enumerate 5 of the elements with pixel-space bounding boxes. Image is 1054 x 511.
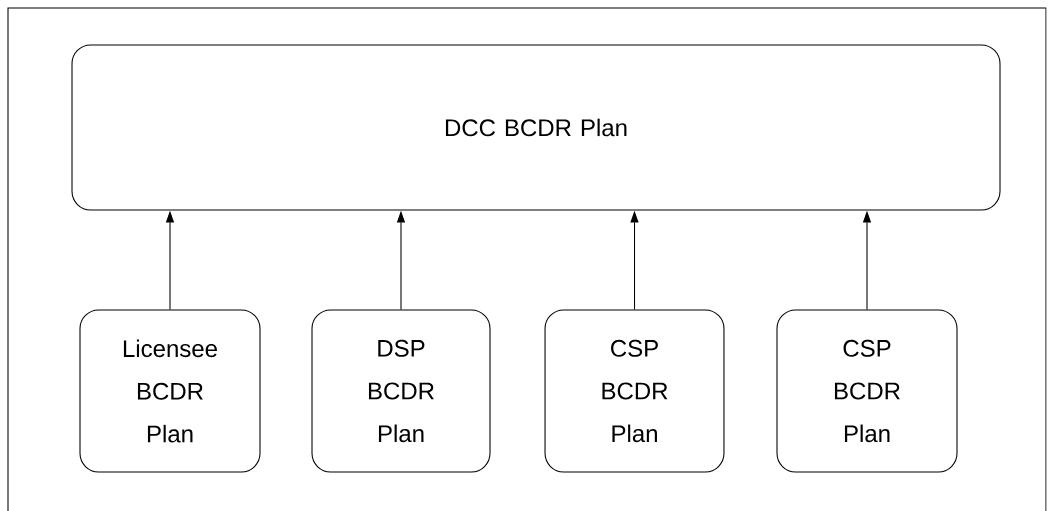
- plan-box: CSP BCDR Plan: [776, 309, 958, 473]
- plan-box: DSP BCDR Plan: [311, 309, 491, 473]
- plan-box: Licensee BCDR Plan: [79, 309, 261, 473]
- plan-box: CSP BCDR Plan: [544, 309, 725, 473]
- plan-box: DCC BCDR Plan: [71, 44, 1001, 211]
